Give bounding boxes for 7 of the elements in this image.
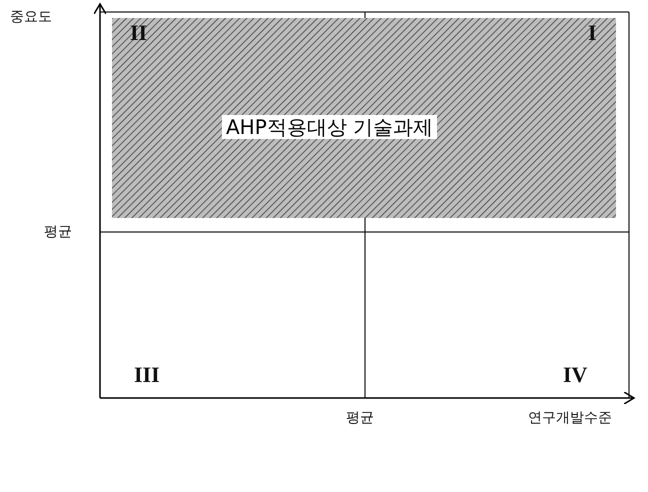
quadrant-numeral: IV xyxy=(563,364,588,386)
band-title: AHP적용대상 기술과제 xyxy=(222,115,438,139)
tick-label: 평균 xyxy=(44,225,72,239)
quadrant-numeral: III xyxy=(134,364,160,386)
axis-title: 중요도 xyxy=(10,10,52,24)
tick-label: 평균 xyxy=(346,411,374,425)
axis-title: 연구개발수준 xyxy=(528,411,612,425)
